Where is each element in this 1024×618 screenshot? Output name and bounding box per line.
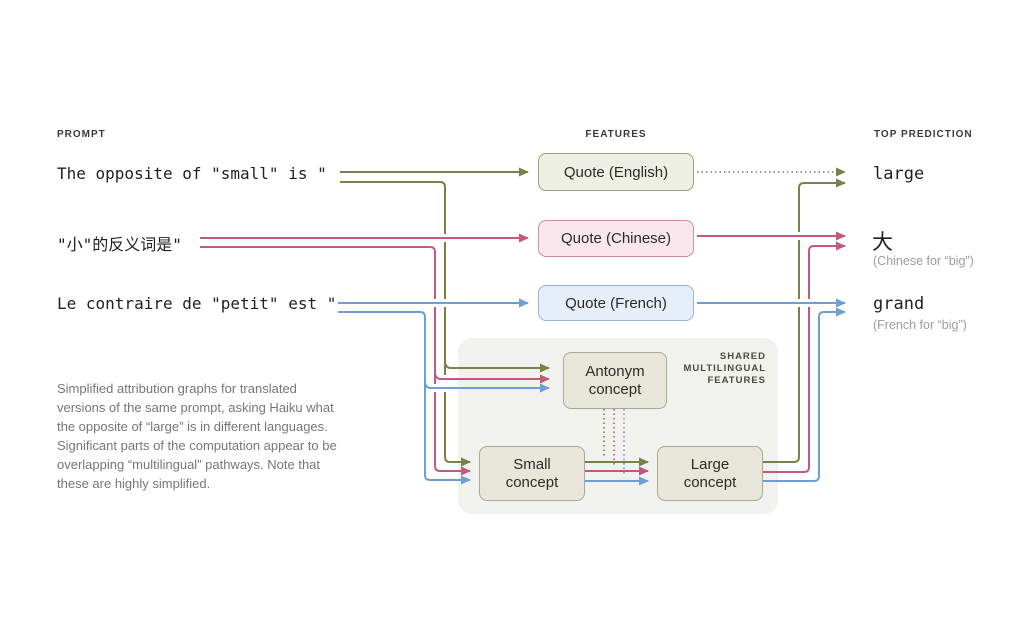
- concept-box-large: Large concept: [657, 446, 763, 501]
- prediction-da-note: (Chinese for “big”): [873, 254, 974, 268]
- edge-english-to-small: [340, 181, 470, 462]
- column-header-features: FEATURES: [585, 129, 647, 140]
- concept-box-small: Small concept: [479, 446, 585, 501]
- edge-french-to-small: [338, 311, 471, 485]
- prediction-grand: grand: [873, 294, 925, 314]
- prompt-chinese: "小"的反义词是": [57, 235, 182, 254]
- feature-box-quote-french: Quote (French): [538, 285, 694, 321]
- prediction-grand-note: (French for “big”): [873, 318, 967, 332]
- column-header-top-prediction: TOP PREDICTION: [874, 129, 973, 140]
- figure-caption: Simplified attribution graphs for transl…: [57, 381, 337, 491]
- concept-box-antonym: Antonym concept: [563, 352, 667, 409]
- shared-features-label: SHARED MULTILINGUAL FEATURES: [683, 351, 766, 386]
- feature-box-quote-chinese: Quote (Chinese): [538, 220, 694, 257]
- prompt-french: Le contraire de "petit" est ": [57, 294, 337, 313]
- prediction-da: 大: [872, 230, 893, 254]
- prompt-english: The opposite of "small" is ": [57, 164, 327, 183]
- prediction-large: large: [873, 164, 925, 184]
- feature-box-quote-english: Quote (English): [538, 153, 694, 191]
- column-header-prompt: PROMPT: [57, 129, 106, 140]
